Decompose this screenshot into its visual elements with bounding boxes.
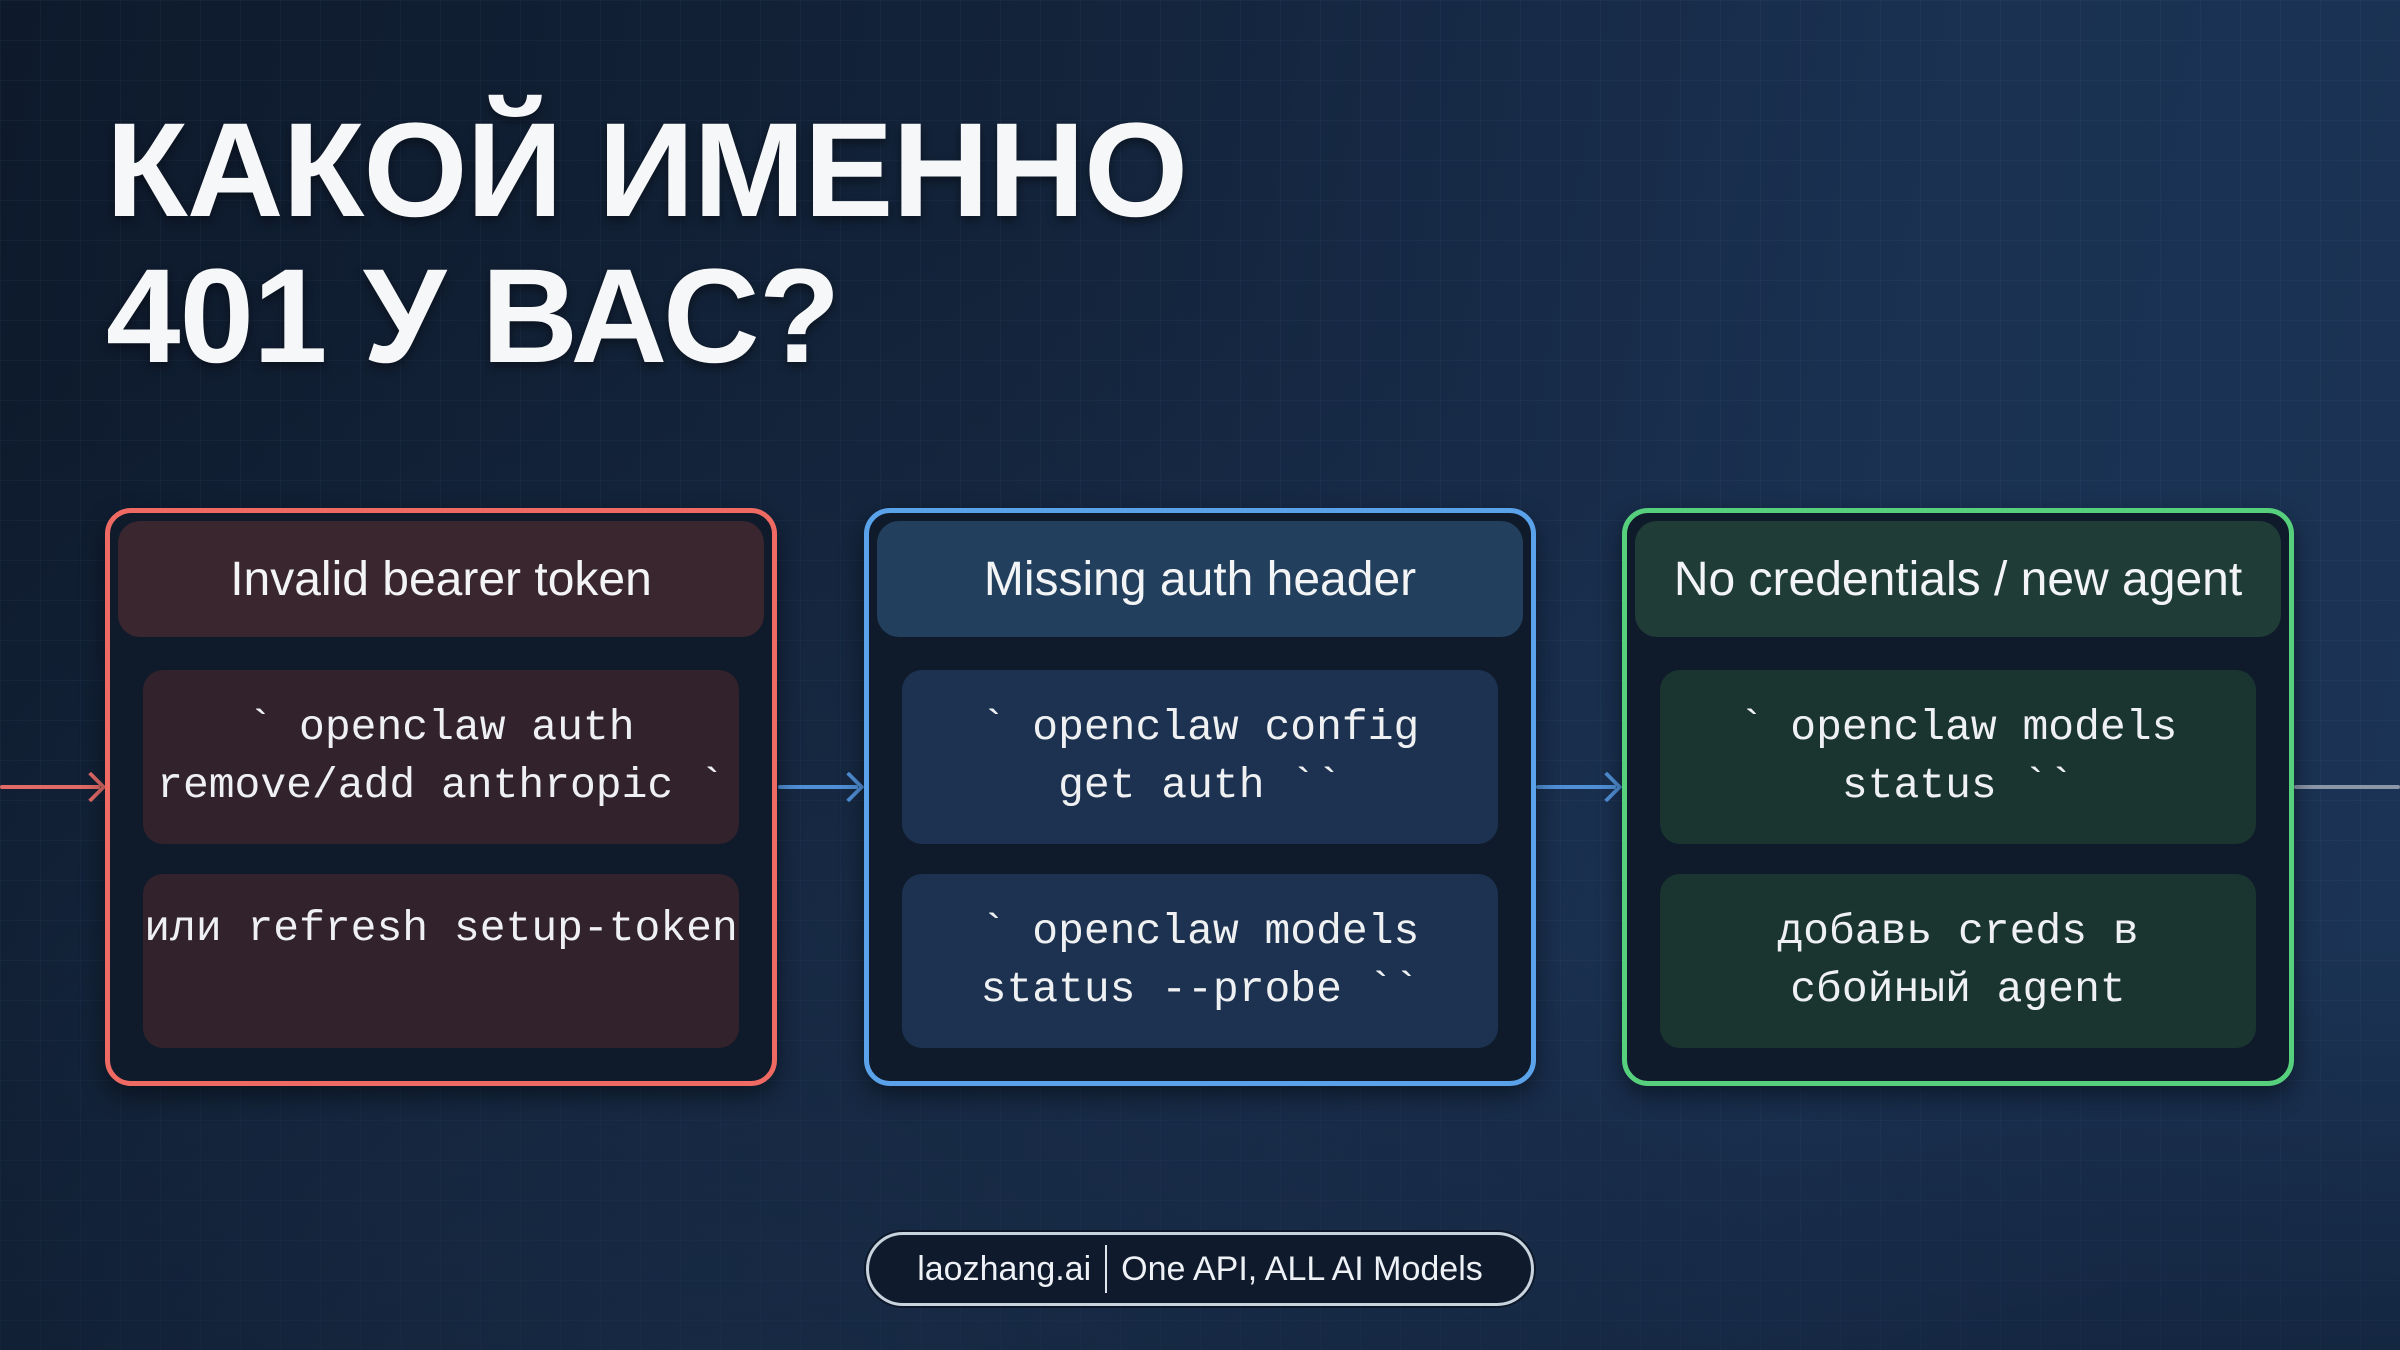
- code-box: ` openclaw auth remove/add anthropic `: [143, 670, 739, 844]
- footer-tagline: One API, ALL AI Models: [1121, 1249, 1483, 1288]
- connector-line-2-3: [1536, 785, 1616, 789]
- outgoing-connector-line: [2294, 785, 2400, 789]
- connector-line-1-2: [778, 785, 858, 789]
- card-heading: No credentials / new agent: [1635, 521, 2281, 637]
- card-invalid-bearer-token: Invalid bearer token ` openclaw auth rem…: [105, 508, 777, 1086]
- title-line-1: КАКОЙ ИМЕННО: [106, 96, 1188, 245]
- code-box: ` openclaw models status --probe ``: [902, 874, 1498, 1048]
- code-box: добавь creds в сбойный agent: [1660, 874, 2256, 1048]
- card-no-credentials: No credentials / new agent ` openclaw mo…: [1622, 508, 2294, 1086]
- arrow-right-icon: [833, 771, 865, 803]
- page-title: КАКОЙ ИМЕННО 401 У ВАС?: [106, 96, 1188, 391]
- code-box: ` openclaw config get auth ``: [902, 670, 1498, 844]
- code-box: или refresh setup-token: [143, 874, 739, 1048]
- card-missing-auth-header: Missing auth header ` openclaw config ge…: [864, 508, 1536, 1086]
- card-heading: Invalid bearer token: [118, 521, 764, 637]
- footer-brand: laozhang.ai: [917, 1249, 1092, 1288]
- incoming-connector-line: [0, 785, 100, 789]
- card-heading: Missing auth header: [877, 521, 1523, 637]
- arrow-right-icon: [75, 771, 107, 803]
- footer-divider: [1105, 1245, 1108, 1293]
- title-line-2: 401 У ВАС?: [106, 242, 841, 391]
- code-box: ` openclaw models status ``: [1660, 670, 2256, 844]
- footer-brand-pill: laozhang.ai One API, ALL AI Models: [866, 1232, 1534, 1306]
- arrow-right-icon: [1591, 771, 1623, 803]
